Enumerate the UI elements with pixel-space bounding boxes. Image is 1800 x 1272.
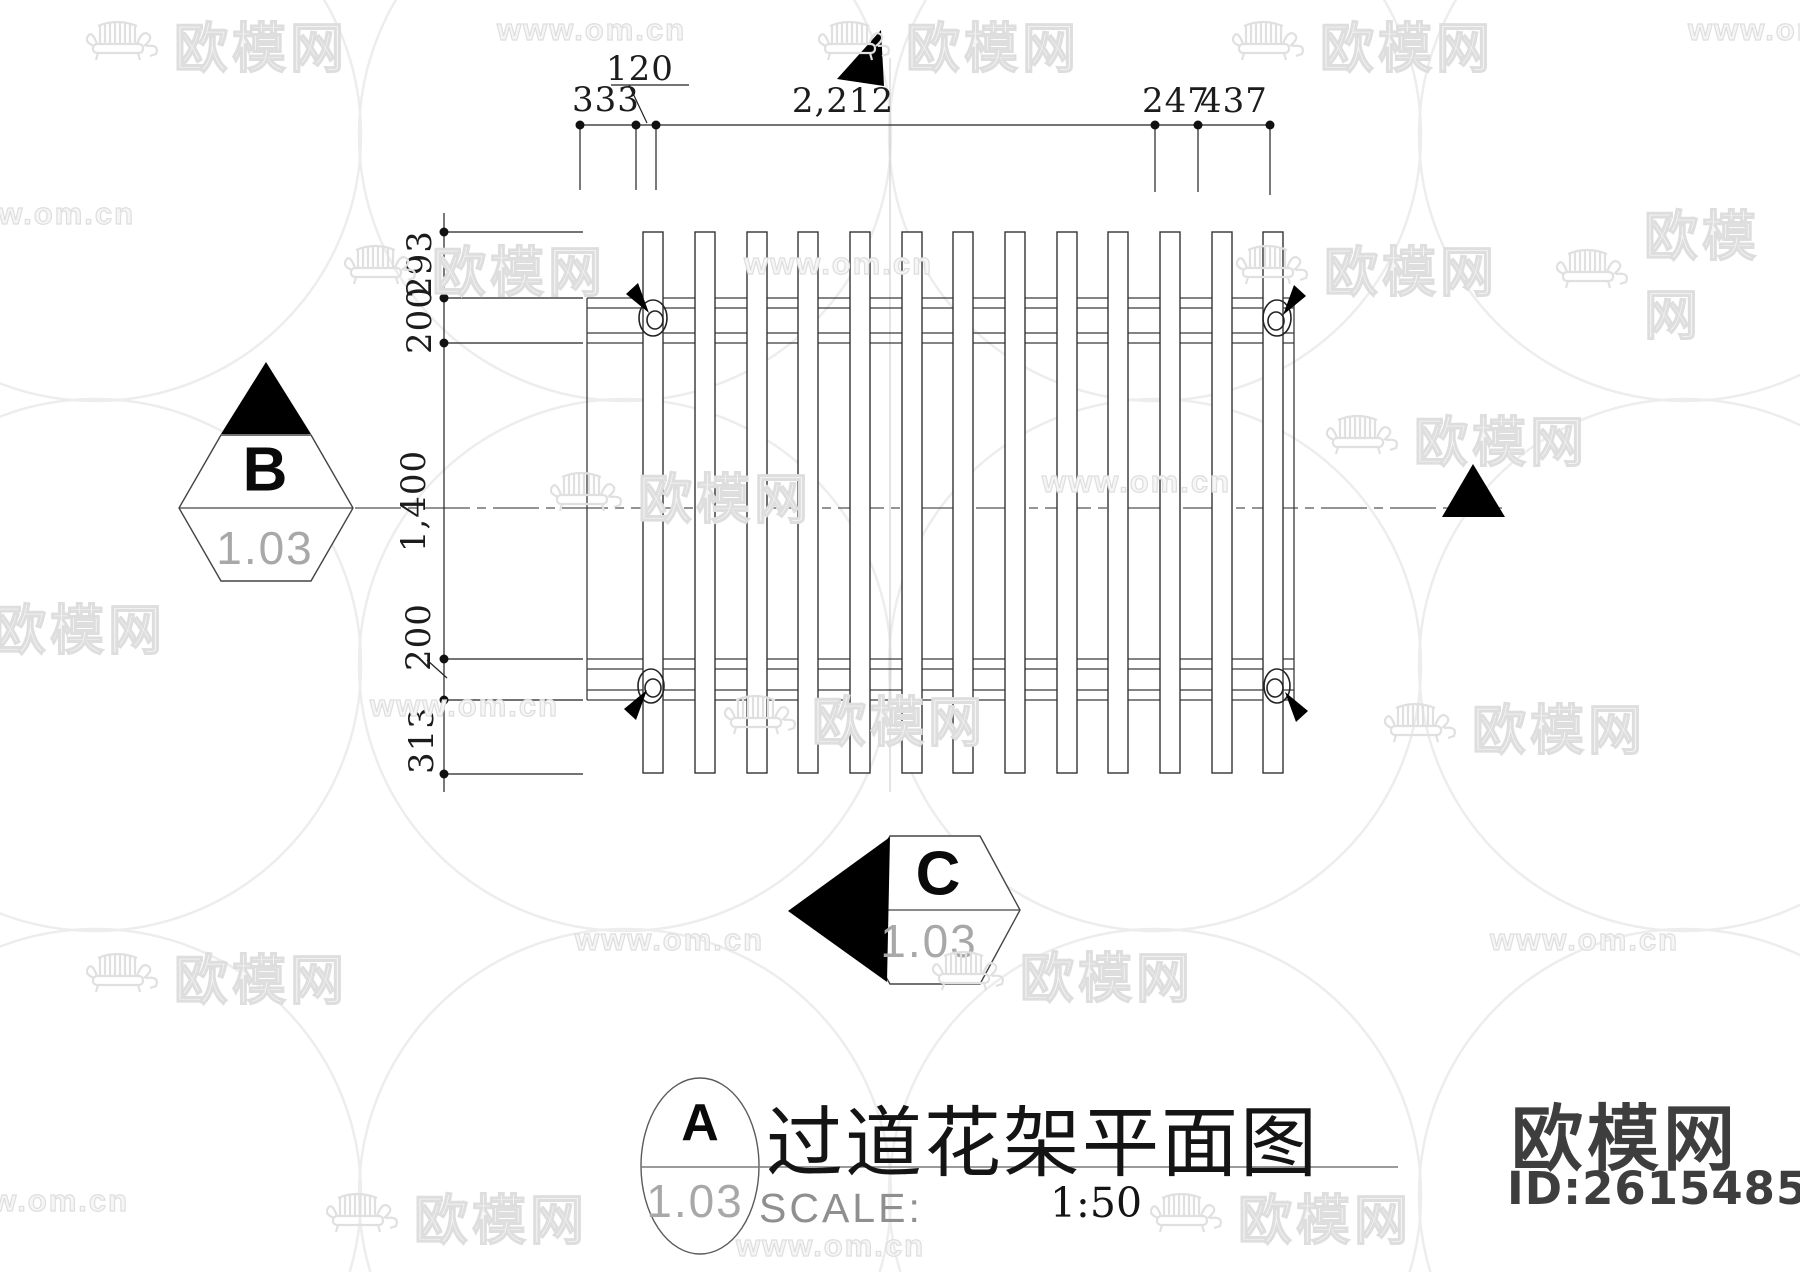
post-leader-arrows xyxy=(624,283,1308,722)
drawing-title: 过道花架平面图 xyxy=(766,1101,1319,1187)
dim-left-1400: 1,400 xyxy=(394,449,434,553)
scale-label: SCALE: xyxy=(759,1185,923,1231)
section-arrow-right xyxy=(1442,464,1505,517)
title-detail-bubble xyxy=(640,1077,1398,1255)
section-marker-b-shape xyxy=(178,362,354,582)
dim-left-200b: 200 xyxy=(399,603,439,671)
top-dimension-ticks xyxy=(575,120,1275,130)
site-logo: 欧模网 xyxy=(1511,1100,1740,1180)
rafter-slats xyxy=(642,231,1284,774)
center-lines xyxy=(355,58,1502,792)
title-detail-sheet: 1.03 xyxy=(646,1175,744,1227)
left-dimension-ticks xyxy=(439,227,449,779)
beams xyxy=(586,297,1295,701)
section-marker-c-letter: C xyxy=(915,839,961,909)
left-dimension-chain xyxy=(426,213,583,792)
dim-top-2212: 2,212 xyxy=(791,81,895,121)
dim-top-247: 247 xyxy=(1142,81,1210,121)
section-arrow-top xyxy=(837,30,884,86)
scale-value: 1:50 xyxy=(1049,1179,1143,1227)
section-marker-b-letter: B xyxy=(242,435,288,505)
dim-top-437: 437 xyxy=(1200,81,1268,121)
dim-top-333: 333 xyxy=(572,80,640,120)
site-logo-id: ID:2615485 xyxy=(1507,1162,1800,1215)
dim-left-313: 313 xyxy=(402,706,442,774)
section-marker-c-sheet: 1.03 xyxy=(880,915,978,967)
dim-top-120: 120 xyxy=(606,49,674,89)
post-circles xyxy=(637,299,1292,704)
dim-left-200a: 200 xyxy=(400,286,440,354)
section-marker-b-sheet: 1.03 xyxy=(216,522,314,574)
title-detail-letter: A xyxy=(681,1094,719,1152)
